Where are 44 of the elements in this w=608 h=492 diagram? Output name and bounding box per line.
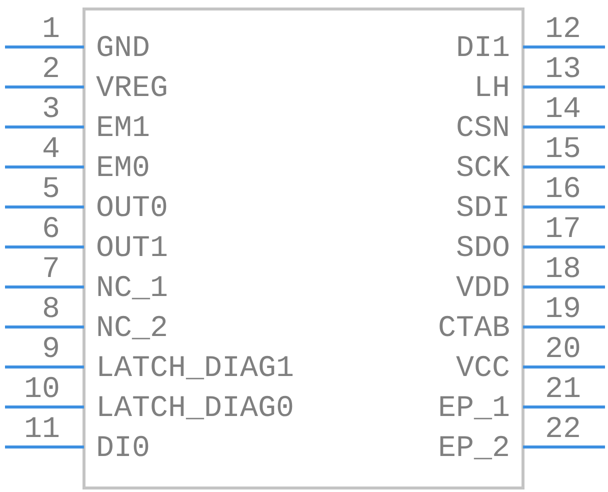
pin-name: LATCH_DIAG1 [96, 353, 294, 385]
pin-number: 9 [42, 334, 60, 366]
pin-number: 7 [42, 254, 60, 286]
pin-name: EP_1 [438, 393, 510, 425]
pin-number: 20 [545, 334, 582, 366]
pin-number: 4 [42, 134, 60, 166]
pin-name: LATCH_DIAG0 [96, 393, 294, 425]
pin-name: VCC [456, 353, 510, 385]
pin-number: 2 [42, 54, 60, 86]
pin-number: 1 [42, 14, 60, 46]
pin-name: OUT0 [96, 193, 168, 225]
pin-name: OUT1 [96, 233, 168, 265]
pin-number: 16 [545, 174, 582, 206]
pin-name: VREG [96, 73, 168, 105]
pin-name: NC_1 [96, 273, 168, 305]
pin-name: EM0 [96, 153, 150, 185]
pin-number: 8 [42, 294, 60, 326]
pin-number: 6 [42, 214, 60, 246]
pin-name: SDI [456, 193, 510, 225]
pin-number: 13 [545, 54, 582, 86]
pin-name: DI0 [96, 433, 150, 465]
pin-number: 17 [545, 214, 582, 246]
pin-number: 14 [545, 94, 582, 126]
pin-number: 21 [545, 374, 582, 406]
pin-name: VDD [456, 273, 510, 305]
pin-name: CTAB [438, 313, 510, 345]
pin-name: SCK [456, 153, 510, 185]
pin-number: 11 [24, 414, 60, 446]
pin-number: 10 [24, 374, 60, 406]
pin-name: GND [96, 33, 150, 65]
pin-name: SDO [456, 233, 510, 265]
pin-number: 19 [545, 294, 582, 326]
pin-name: EP_2 [438, 433, 510, 465]
pin-name: EM1 [96, 113, 150, 145]
pin-number: 12 [545, 14, 582, 46]
pin-number: 22 [545, 414, 582, 446]
pin-number: 3 [42, 94, 60, 126]
pin-number: 5 [42, 174, 60, 206]
pin-number: 15 [545, 134, 582, 166]
pin-name: CSN [456, 113, 510, 145]
pin-name: NC_2 [96, 313, 168, 345]
pin-number: 18 [545, 254, 582, 286]
pin-name: LH [474, 73, 510, 105]
pin-name: DI1 [456, 33, 510, 65]
